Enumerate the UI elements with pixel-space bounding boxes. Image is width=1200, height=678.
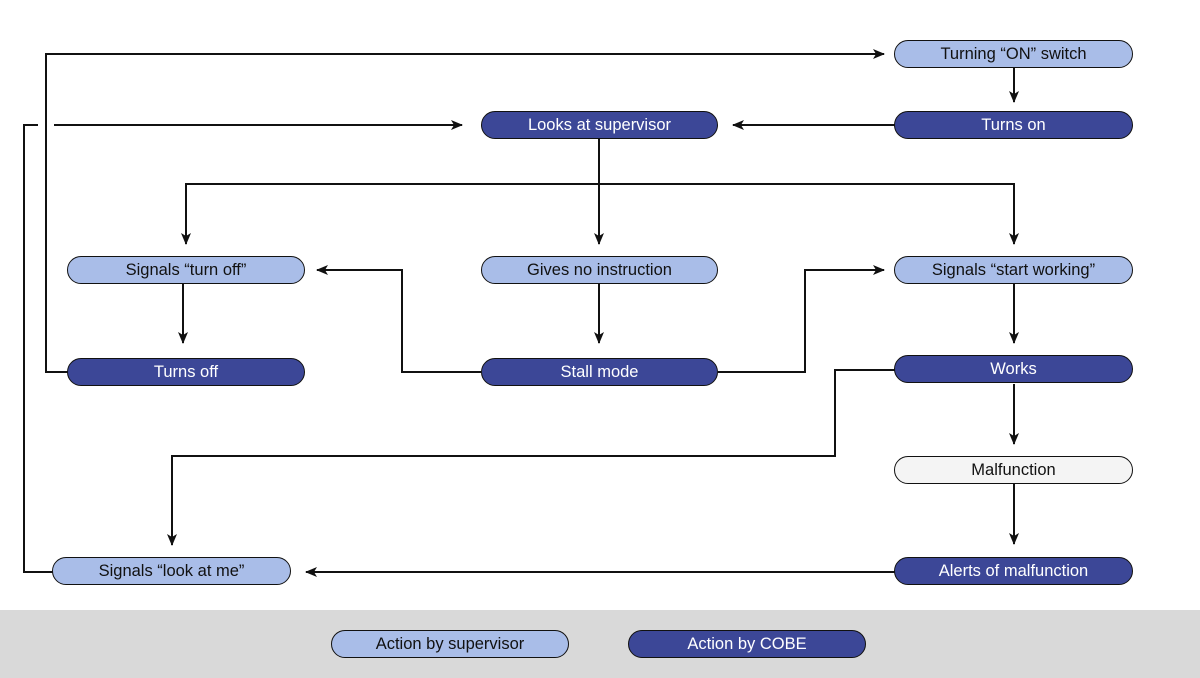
legend-supervisor: Action by supervisor [331,630,569,658]
node-works: Works [894,355,1133,383]
connector-works-to-look-at-me [167,369,895,546]
connector-stall-to-signal-off [316,265,481,373]
connector-turns-off-to-switch [45,49,885,373]
connector-branch-turn-off [181,183,599,245]
node-malfunction: Malfunction [894,456,1133,484]
legend-cobe: Action by COBE [628,630,866,658]
node-turning-on-switch: Turning “ON” switch [894,40,1133,68]
connector-stall-to-start-working [718,265,885,373]
legend-bar [0,610,1200,678]
node-stall-mode: Stall mode [481,358,718,386]
node-looks-at-supervisor: Looks at supervisor [481,111,718,139]
connector-look-at-me-to-looks [23,124,53,573]
node-gives-no-instruction: Gives no instruction [481,256,718,284]
node-signals-look-at-me: Signals “look at me” [52,557,291,585]
node-alerts-of-malfunction: Alerts of malfunction [894,557,1133,585]
node-turns-off: Turns off [67,358,305,386]
node-signals-start-working: Signals “start working” [894,256,1133,284]
connector-branch-start-working [599,183,1019,245]
node-signals-turn-off: Signals “turn off” [67,256,305,284]
node-turns-on: Turns on [894,111,1133,139]
